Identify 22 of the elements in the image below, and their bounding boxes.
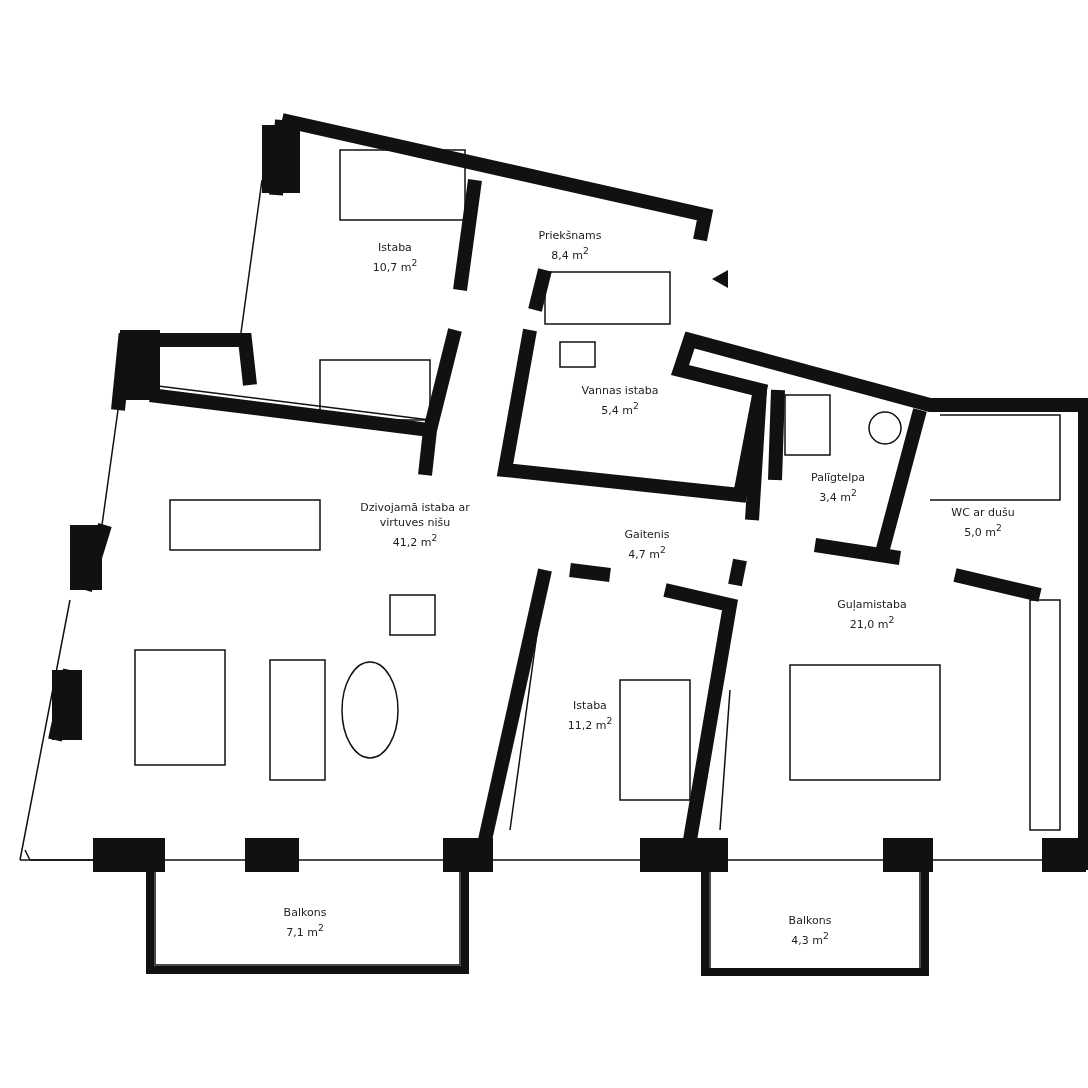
room-area: 5,0 m$^{2}$ [943,520,1023,540]
room-area: 41,2 m$^{2}$ [340,530,490,550]
room-area: 8,4 m$^{2}$ [520,243,620,263]
room-name: Priekšnams [537,228,603,243]
room-name: Guļamistaba [836,597,908,612]
room-area: 4,7 m$^{2}$ [602,542,692,562]
room-area: 4,3 m$^{2}$ [765,928,855,948]
room-area: 3,4 m$^{2}$ [793,485,883,505]
room-name: Balkons [787,913,833,928]
room-area: 5,4 m$^{2}$ [575,398,665,418]
room-area: 11,2 m$^{2}$ [545,713,635,733]
room-name: Dzivojamā istaba ar virtuves nišu [359,500,471,530]
room-name: Palīgtelpa [810,470,866,485]
room-name: WC ar dušu [950,505,1016,520]
room-area: 7,1 m$^{2}$ [260,920,350,940]
room-name: Vannas istaba [580,383,660,398]
room-name: Balkons [282,905,328,920]
room-area: 21,0 m$^{2}$ [822,612,922,632]
room-name: Istaba [572,698,608,713]
room-name: Istaba [377,240,413,255]
room-name: Gaitenis [623,527,671,542]
room-area: 10,7 m$^{2}$ [335,255,455,275]
